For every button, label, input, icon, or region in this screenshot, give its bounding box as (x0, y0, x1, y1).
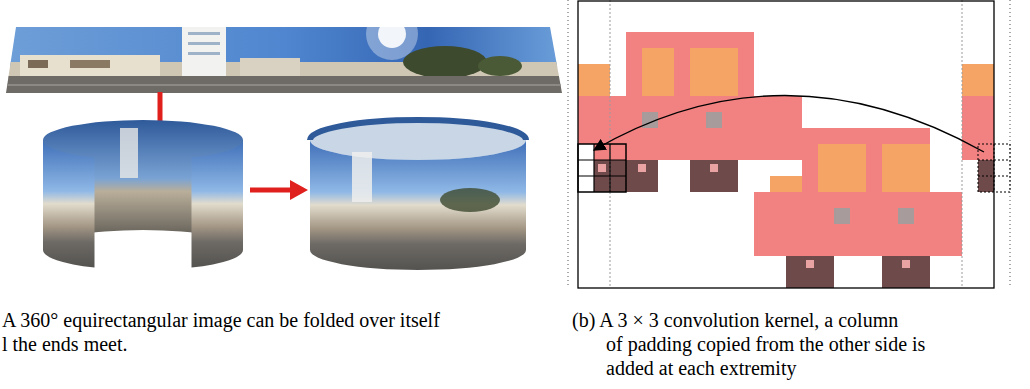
copy-arrow (594, 95, 984, 152)
caption-line: l the ends meet. (2, 332, 128, 356)
open-cylinder (43, 120, 243, 267)
car-pixel-art (578, 32, 994, 288)
caption-line: added at each extremity (606, 356, 796, 380)
caption-line: A 360° equirectangular image can be fold… (2, 308, 440, 332)
caption-line: (b) A 3 × 3 convolution kernel, a column (572, 308, 898, 332)
closed-cylinder (310, 120, 526, 270)
convolution-kernel (578, 144, 626, 192)
panorama-strip (0, 8, 570, 94)
image-frame (568, 0, 1010, 288)
caption-line: of padding copied from the other side is (606, 332, 925, 356)
